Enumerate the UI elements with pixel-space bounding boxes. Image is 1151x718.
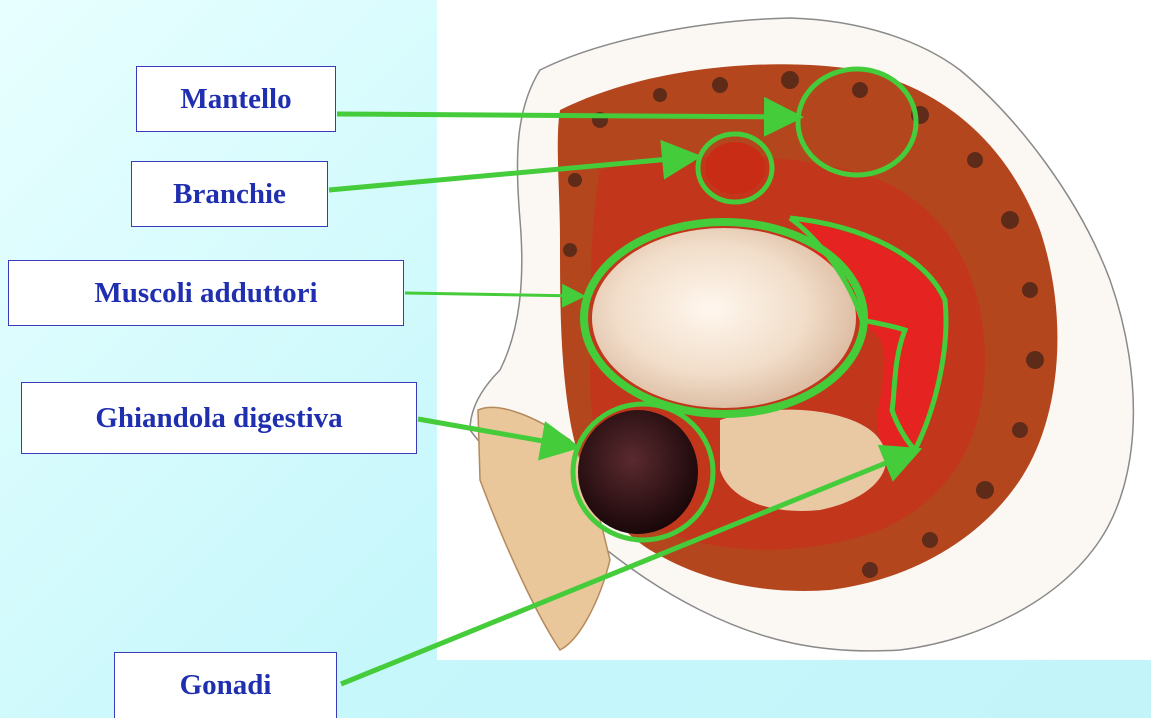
gills: [705, 142, 765, 194]
adductor-muscle: [592, 228, 856, 408]
arrow-mantello: [337, 114, 794, 117]
label-gonadi: Gonadi: [114, 652, 337, 718]
label-ghiandola-digestiva: Ghiandola digestiva: [21, 382, 417, 454]
label-muscoli-adduttori: Muscoli adduttori: [8, 260, 404, 326]
digestive-gland: [578, 410, 698, 534]
label-branchie: Branchie: [131, 161, 328, 227]
label-mantello: Mantello: [136, 66, 336, 132]
